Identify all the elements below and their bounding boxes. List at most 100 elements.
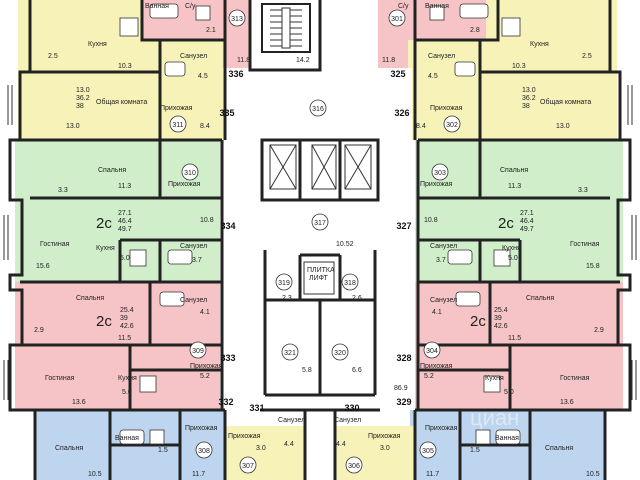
door-number: 336 [228, 69, 243, 79]
area: 11.8 [382, 57, 395, 64]
room-label: Кухня [88, 41, 107, 48]
core-number: 319 [278, 280, 290, 287]
room-label: Кухня [118, 375, 137, 382]
area: 3.7 [192, 257, 202, 264]
area: 39 [120, 315, 128, 322]
area: 11.5 [118, 335, 131, 342]
area: 10.8 [424, 217, 438, 224]
room-label: Прихожая [168, 181, 201, 188]
room-label: Санузел [430, 243, 457, 250]
shaft-label: ПЛИТКА [307, 267, 335, 274]
area: 13.6 [560, 399, 574, 406]
door-number: 332 [218, 397, 233, 407]
area: 2.9 [34, 327, 44, 334]
room-label: Прихожая [420, 181, 453, 188]
area: 13.0 [76, 87, 90, 94]
apt-number: 310 [184, 170, 196, 177]
apt-number: 311 [172, 122, 183, 129]
room-label: Прихожая [160, 105, 193, 112]
area: 2.5 [48, 53, 58, 60]
area: 13.0 [66, 123, 80, 130]
door-number: 330 [344, 403, 359, 413]
windows [3, 85, 637, 400]
shaft-label: ЛИФТ [309, 275, 329, 282]
area: 13.6 [72, 399, 86, 406]
area: 11.7 [426, 471, 439, 478]
door-number: 328 [396, 353, 411, 363]
area: 1.5 [158, 447, 168, 454]
room-label: Прихожая [430, 105, 463, 112]
area: 4.1 [432, 309, 442, 316]
area: 1.5 [470, 447, 480, 454]
door-number: 333 [220, 353, 235, 363]
area: 49.7 [520, 226, 534, 233]
area: 36.2 [76, 95, 90, 102]
area: 3.0 [380, 445, 390, 452]
room-label: Прихожая [190, 363, 223, 370]
room-label: Гостиная [40, 241, 70, 248]
fixtures [119, 3, 521, 445]
area-numbers: 2.5 2.1 11.8 14.2 11.8 2.8 2.5 10.3 10.3… [34, 27, 604, 478]
area: 3.7 [436, 257, 446, 264]
door-number: 327 [396, 221, 411, 231]
area: 11.3 [508, 183, 521, 190]
core-number: 318 [344, 280, 356, 287]
area: 4.4 [284, 441, 294, 448]
core-number: 317 [314, 220, 326, 227]
area: 27.1 [520, 210, 534, 217]
room-label: Прихожая [185, 425, 218, 432]
apt-number: 301 [391, 16, 403, 23]
area: 10.5 [88, 471, 102, 478]
room-label: Санузел [180, 297, 207, 304]
area: 5.0 [120, 255, 130, 262]
area: 39 [494, 315, 502, 322]
apartment-numbers [169, 9, 461, 474]
room-label: Спальня [500, 167, 528, 174]
stairs [261, 3, 311, 53]
area: 4.5 [198, 73, 208, 80]
area: 5.0 [504, 389, 514, 396]
room-label: Прихожая [425, 425, 458, 432]
area: 11.8 [237, 57, 250, 64]
area: 10.3 [118, 63, 132, 70]
area: 2.9 [594, 327, 604, 334]
room-label: Санузел [180, 53, 207, 60]
area: 25.4 [120, 307, 134, 314]
room-label: Санузел [334, 417, 361, 424]
apt-number: 303 [434, 170, 446, 177]
room-label: Ванная [425, 3, 449, 10]
room-label: Санузел [278, 417, 305, 424]
area: 25.4 [494, 307, 508, 314]
room-label: Прихожая [368, 433, 401, 440]
area: 46.4 [118, 218, 132, 225]
area: 5.0 [122, 389, 132, 396]
room-label: Санузел [428, 53, 455, 60]
room-label: Ванная [145, 3, 169, 10]
apt-number: 309 [192, 348, 204, 355]
room-label: Кухня [502, 245, 521, 252]
apt-307-fill [225, 426, 305, 480]
area: 8.4 [416, 123, 426, 130]
area: 2.1 [206, 27, 216, 34]
area: 49.7 [118, 226, 132, 233]
area: 3.3 [58, 187, 68, 194]
room-label: Ванная [495, 435, 519, 442]
area: 38 [76, 103, 84, 110]
area: 11.5 [508, 335, 521, 342]
room-label: Прихожая [420, 363, 453, 370]
apt-number: 302 [446, 122, 458, 129]
room-label: Гостиная [570, 241, 600, 248]
area: 3.3 [578, 187, 588, 194]
area: 27.1 [118, 210, 132, 217]
area: 10.3 [512, 63, 526, 70]
area: 10.8 [200, 217, 214, 224]
room-label: Кухня [96, 245, 115, 252]
core-number: 316 [312, 106, 324, 113]
area: 15.6 [36, 263, 50, 270]
area: 46.4 [520, 218, 534, 225]
area: 2.6 [352, 295, 362, 302]
area: 4.5 [428, 73, 438, 80]
door-numbers: 336 335 325 326 334 327 333 328 332 331 … [218, 69, 411, 413]
room-labels: Ванная С/у С/у Ванная Кухня Кухня Санузе… [40, 3, 600, 452]
